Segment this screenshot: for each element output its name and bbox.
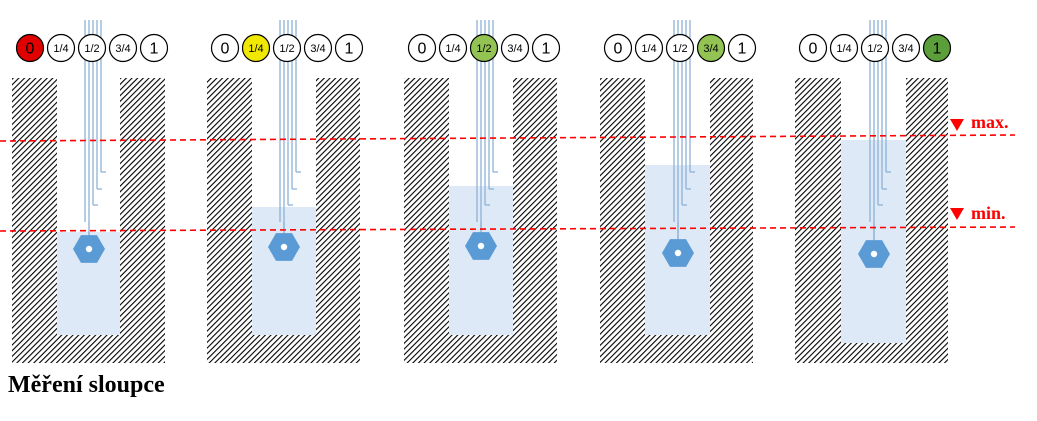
level-circle-4: [139, 33, 169, 63]
tank-wall-left: [795, 78, 841, 363]
tank-wall-left: [207, 78, 252, 363]
level-label-4: 1: [738, 41, 747, 58]
panel-1: 0 1/4 1/2 3/4 1: [207, 20, 364, 363]
max-label: max.: [971, 112, 1009, 132]
max-arrow-icon: [950, 119, 964, 131]
page-title: Měření sloupce: [8, 372, 165, 398]
level-circle-2: [665, 33, 695, 63]
level-label-2: 1/2: [279, 43, 294, 55]
level-label-2: 1/2: [672, 43, 687, 55]
level-label-1: 1/4: [445, 43, 460, 55]
tank-wall-left: [12, 78, 57, 363]
level-circle-1: [46, 33, 76, 63]
level-circle-3: [108, 33, 138, 63]
float-hole-icon: [477, 242, 485, 250]
level-circle-4: [727, 33, 757, 63]
level-circle-4: [531, 33, 561, 63]
level-indicator-4: 0 1/4 1/2 3/4 1: [798, 33, 952, 63]
level-circle-0: [407, 33, 437, 63]
level-circle-1: [634, 33, 664, 63]
level-label-2: 1/2: [476, 43, 491, 55]
level-circle-3: [500, 33, 530, 63]
level-label-4: 1: [542, 41, 551, 58]
level-indicator-0: 0 1/4 1/2 3/4 1: [15, 33, 169, 63]
tank-wall-right: [120, 78, 165, 363]
level-circle-2: [860, 33, 890, 63]
level-circle-0: [210, 33, 240, 63]
level-label-0: 0: [221, 41, 230, 58]
level-label-1: 1/4: [248, 43, 263, 55]
level-label-2: 1/2: [867, 43, 882, 55]
tank-wall-right: [513, 78, 557, 363]
level-label-0: 0: [809, 41, 818, 58]
level-label-2: 1/2: [84, 43, 99, 55]
level-circle-3: [696, 33, 726, 63]
level-label-3: 3/4: [703, 43, 718, 55]
panel-2: 0 1/4 1/2 3/4 1: [404, 20, 561, 363]
level-label-4: 1: [345, 41, 354, 58]
max-threshold-line: [0, 134, 1016, 142]
level-circle-1: [241, 33, 271, 63]
tank-bottom: [57, 335, 120, 363]
level-label-0: 0: [418, 41, 427, 58]
tank-bottom: [252, 335, 316, 363]
level-label-4: 1: [933, 41, 942, 58]
level-circle-1: [829, 33, 859, 63]
tank-wall-left: [404, 78, 449, 363]
level-circle-4: [334, 33, 364, 63]
level-indicator-2: 0 1/4 1/2 3/4 1: [407, 33, 561, 63]
tank-wall-right: [710, 78, 753, 363]
tank-bottom: [449, 335, 513, 363]
level-circle-1: [438, 33, 468, 63]
level-label-3: 3/4: [898, 43, 913, 55]
level-circle-3: [891, 33, 921, 63]
level-indicator-1: 0 1/4 1/2 3/4 1: [210, 33, 364, 63]
level-label-3: 3/4: [507, 43, 522, 55]
min-threshold-line: [0, 226, 1016, 232]
tank-wall-right: [316, 78, 360, 363]
float-hole-icon: [870, 250, 878, 258]
float-hole-icon: [85, 245, 93, 253]
level-label-4: 1: [150, 41, 159, 58]
level-circle-3: [303, 33, 333, 63]
float-hole-icon: [674, 249, 682, 257]
level-label-3: 3/4: [115, 43, 130, 55]
level-label-1: 1/4: [53, 43, 68, 55]
level-circle-2: [272, 33, 302, 63]
panels-group: 0 1/4 1/2 3/4 1 0 1/4 1/2 3/4 1 0 1/4 1/2 3/4 1 0 1/4 1/2…: [12, 20, 952, 363]
tank-wall-left: [600, 78, 645, 363]
level-circle-2: [77, 33, 107, 63]
level-indicator-3: 0 1/4 1/2 3/4 1: [603, 33, 757, 63]
float-hole-icon: [280, 243, 288, 251]
level-circle-2: [469, 33, 499, 63]
level-label-3: 3/4: [310, 43, 325, 55]
panel-3: 0 1/4 1/2 3/4 1: [600, 20, 757, 363]
min-arrow-icon: [950, 208, 964, 220]
level-circle-0: [603, 33, 633, 63]
level-circle-0: [798, 33, 828, 63]
tank-bottom: [645, 335, 710, 363]
level-circle-0: [15, 33, 45, 63]
min-label: min.: [971, 203, 1006, 223]
level-label-1: 1/4: [836, 43, 851, 55]
panel-4: 0 1/4 1/2 3/4 1: [795, 20, 952, 363]
threshold-lines: max. min.: [0, 112, 1016, 232]
level-label-1: 1/4: [641, 43, 656, 55]
level-circle-4: [922, 33, 952, 63]
level-label-0: 0: [614, 41, 623, 58]
panel-0: 0 1/4 1/2 3/4 1: [12, 20, 169, 363]
level-label-0: 0: [26, 41, 35, 58]
tank-wall-right: [906, 78, 948, 363]
